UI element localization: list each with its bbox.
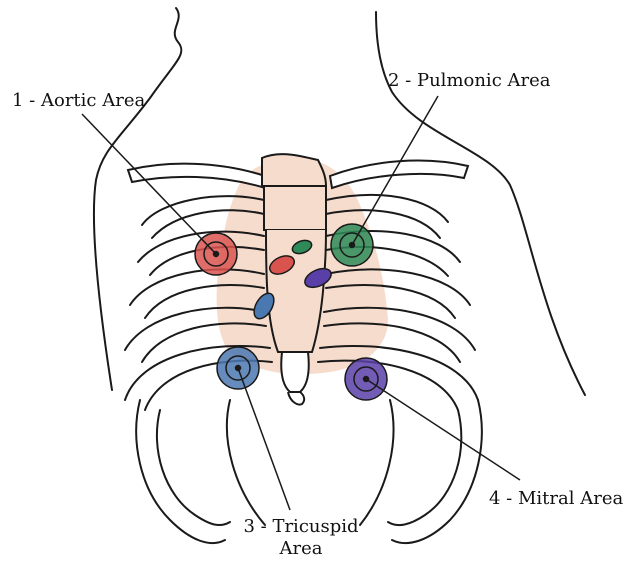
tricuspid-area-label: 3 - Tricuspid Area	[238, 516, 364, 560]
mitral-area-label: 4 - Mitral Area	[489, 488, 623, 510]
aortic-area-label: 1 - Aortic Area	[12, 90, 145, 112]
aortic-leader-line	[82, 114, 216, 254]
tricuspid-leader-line	[238, 368, 290, 510]
tricuspid-area-label-line2: Area	[238, 538, 364, 560]
tricuspid-area-label-line1: 3 - Tricuspid	[238, 516, 364, 538]
pulmonic-area-label: 2 - Pulmonic Area	[388, 70, 550, 92]
